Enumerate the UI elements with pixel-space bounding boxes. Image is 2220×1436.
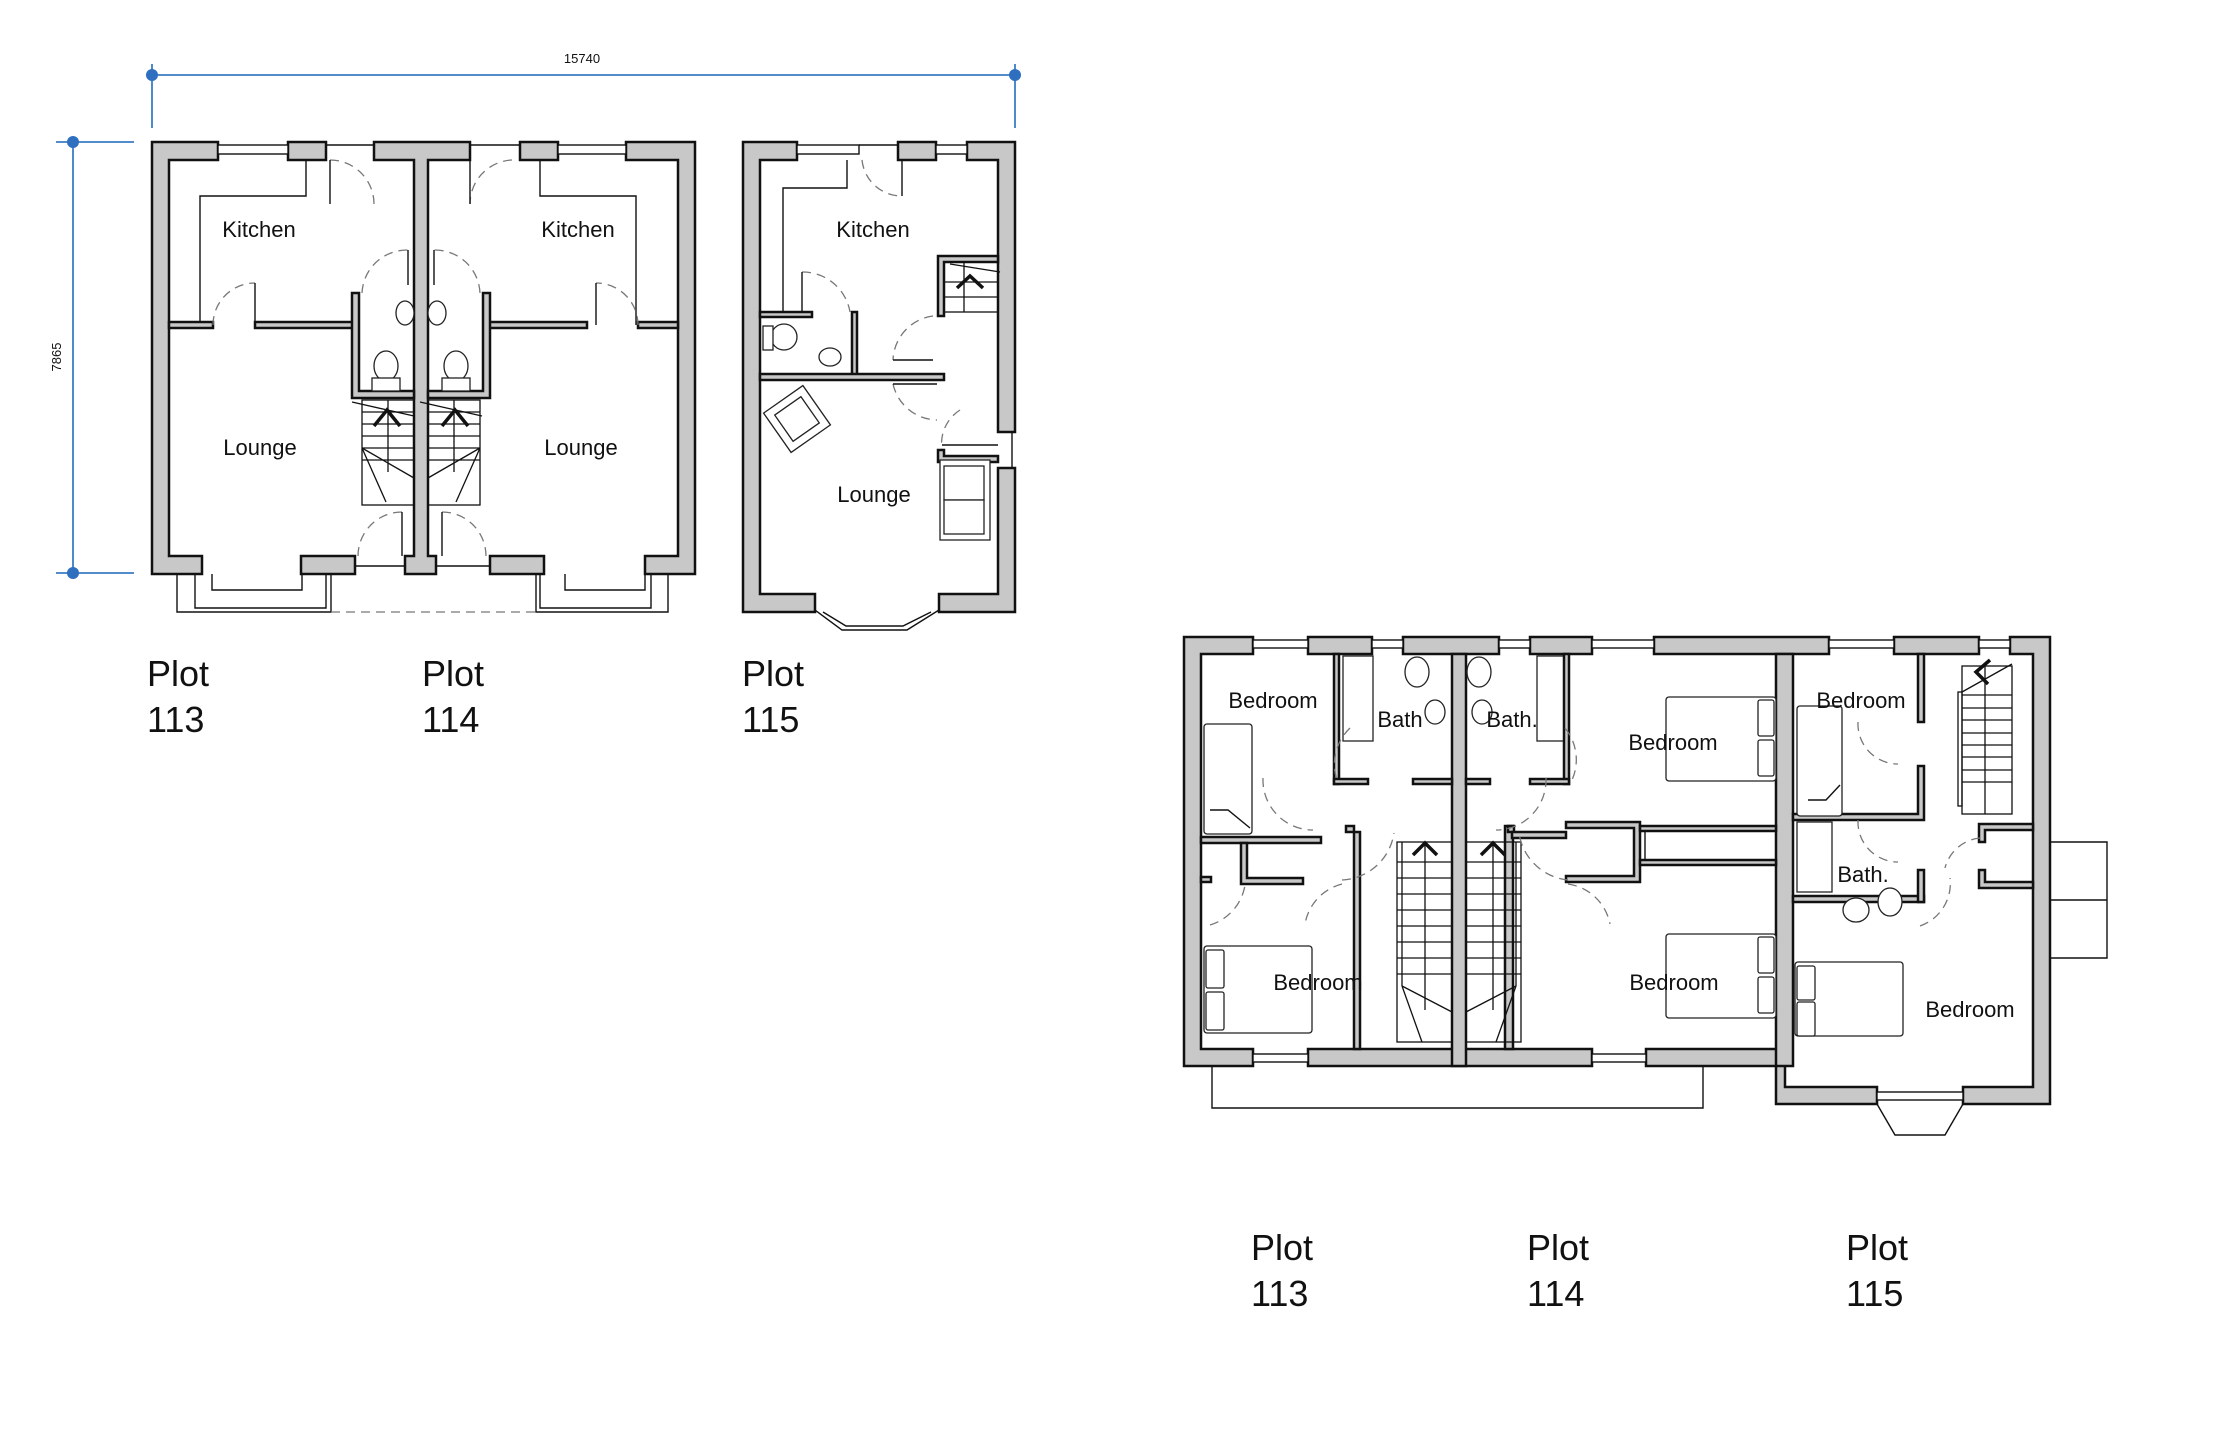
toilet-cistern xyxy=(371,377,401,392)
bed-icon xyxy=(1796,705,1843,817)
sofa-icon xyxy=(939,459,991,541)
room-label-bedroom-115-b: Bedroom xyxy=(1925,997,2014,1022)
bathtub-icon xyxy=(1796,821,1833,893)
bathtub-icon xyxy=(1342,655,1374,742)
room-label-bath-113: Bath xyxy=(1377,707,1422,732)
toilet-icon xyxy=(770,323,798,351)
toilet-icon xyxy=(443,350,469,382)
wc-wall-114 xyxy=(426,291,492,400)
bed-icon xyxy=(1203,945,1313,1034)
plot-label-ground-115: Plot xyxy=(742,653,804,694)
basin-icon xyxy=(427,300,447,326)
window xyxy=(557,144,627,155)
plot-number-ground-115: 115 xyxy=(742,699,799,740)
room-label-lounge-114: Lounge xyxy=(544,435,617,460)
staircase-114-first xyxy=(1465,840,1522,1043)
bay-window-114 xyxy=(535,574,669,613)
room-label-bath-115: Bath. xyxy=(1837,862,1888,887)
room-label-kitchen-114: Kitchen xyxy=(541,217,614,242)
basin-icon xyxy=(395,300,415,326)
plot-number-first-115: 115 xyxy=(1846,1273,1903,1314)
bed-icon xyxy=(1203,723,1253,835)
ground-floor-plots-113-114: Kitchen Kitchen Lounge Lounge xyxy=(150,140,697,613)
room-label-kitchen-115: Kitchen xyxy=(836,217,909,242)
plot-number-first-113: 113 xyxy=(1251,1273,1308,1314)
basin-icon xyxy=(818,347,842,367)
bed-icon xyxy=(1665,696,1777,782)
room-label-kitchen-113: Kitchen xyxy=(222,217,295,242)
internal-wall xyxy=(253,320,357,330)
toilet-icon xyxy=(1404,656,1430,688)
dimension-height: 7865 xyxy=(49,136,134,579)
plot-number-first-114: 114 xyxy=(1527,1273,1584,1314)
plot-number-ground-113: 113 xyxy=(147,699,204,740)
window xyxy=(217,144,289,155)
room-label-lounge-115: Lounge xyxy=(837,482,910,507)
party-wall-113-114 xyxy=(1450,652,1468,1068)
party-wall-114-115 xyxy=(1774,652,1795,1068)
staircase-115-ground xyxy=(943,261,1001,313)
staircase-113 xyxy=(351,399,415,506)
outer-wall-left xyxy=(150,140,220,576)
bathtub-icon xyxy=(1536,655,1568,742)
bay-window-113 xyxy=(176,574,332,613)
width-dimension-label: 15740 xyxy=(564,51,600,66)
plot-label-first-113: Plot xyxy=(1251,1227,1313,1268)
room-label-bedroom-113-b: Bedroom xyxy=(1273,970,1362,995)
room-label-bedroom-114-a: Bedroom xyxy=(1628,730,1717,755)
toilet-icon xyxy=(373,350,399,382)
room-label-bedroom-113-a: Bedroom xyxy=(1228,688,1317,713)
plot-number-ground-114: 114 xyxy=(422,699,479,740)
internal-wall xyxy=(167,320,215,330)
room-label-lounge-113: Lounge xyxy=(223,435,296,460)
staircase-114 xyxy=(419,399,483,506)
wall-pier xyxy=(518,140,560,162)
front-wall-114 xyxy=(488,554,546,576)
basin-icon xyxy=(1842,897,1870,923)
toilet-icon xyxy=(1466,656,1492,688)
plot-label-first-114: Plot xyxy=(1527,1227,1589,1268)
staircase-113-first xyxy=(1396,840,1453,1043)
outer-wall-right xyxy=(624,140,697,576)
basin-icon xyxy=(1471,699,1493,725)
front-wall-113 xyxy=(299,554,357,576)
height-dimension-label: 7865 xyxy=(49,343,64,372)
internal-wall xyxy=(485,320,589,330)
wc-wall-113 xyxy=(350,291,416,400)
ground-floor-plot-115: Kitchen Lounge xyxy=(741,140,1017,631)
basin-icon xyxy=(1424,699,1446,725)
plot-label-ground-113: Plot xyxy=(147,653,209,694)
bed-icon xyxy=(1665,933,1777,1019)
plot-label-ground-114: Plot xyxy=(422,653,484,694)
outer-wall-115-right-upper xyxy=(965,140,1017,434)
room-label-bath-114: Bath. xyxy=(1486,707,1537,732)
plot-label-first-115: Plot xyxy=(1846,1227,1908,1268)
room-label-bedroom-115-a: Bedroom xyxy=(1816,688,1905,713)
first-floor-plan: Bedroom Bath Bedroom Bath. Bedroom Bedro… xyxy=(1182,635,2108,1136)
internal-wall xyxy=(636,320,680,330)
bed-icon xyxy=(1794,961,1904,1037)
room-label-bedroom-114-b: Bedroom xyxy=(1629,970,1718,995)
toilet-cistern xyxy=(441,377,471,392)
wall-pier xyxy=(286,140,328,162)
dimension-width: 15740 xyxy=(146,51,1021,128)
toilet-icon xyxy=(1877,887,1903,917)
staircase-115-first xyxy=(1961,658,2013,815)
armchair-icon xyxy=(762,384,832,454)
outer-wall-115-right-lower xyxy=(937,466,1017,614)
